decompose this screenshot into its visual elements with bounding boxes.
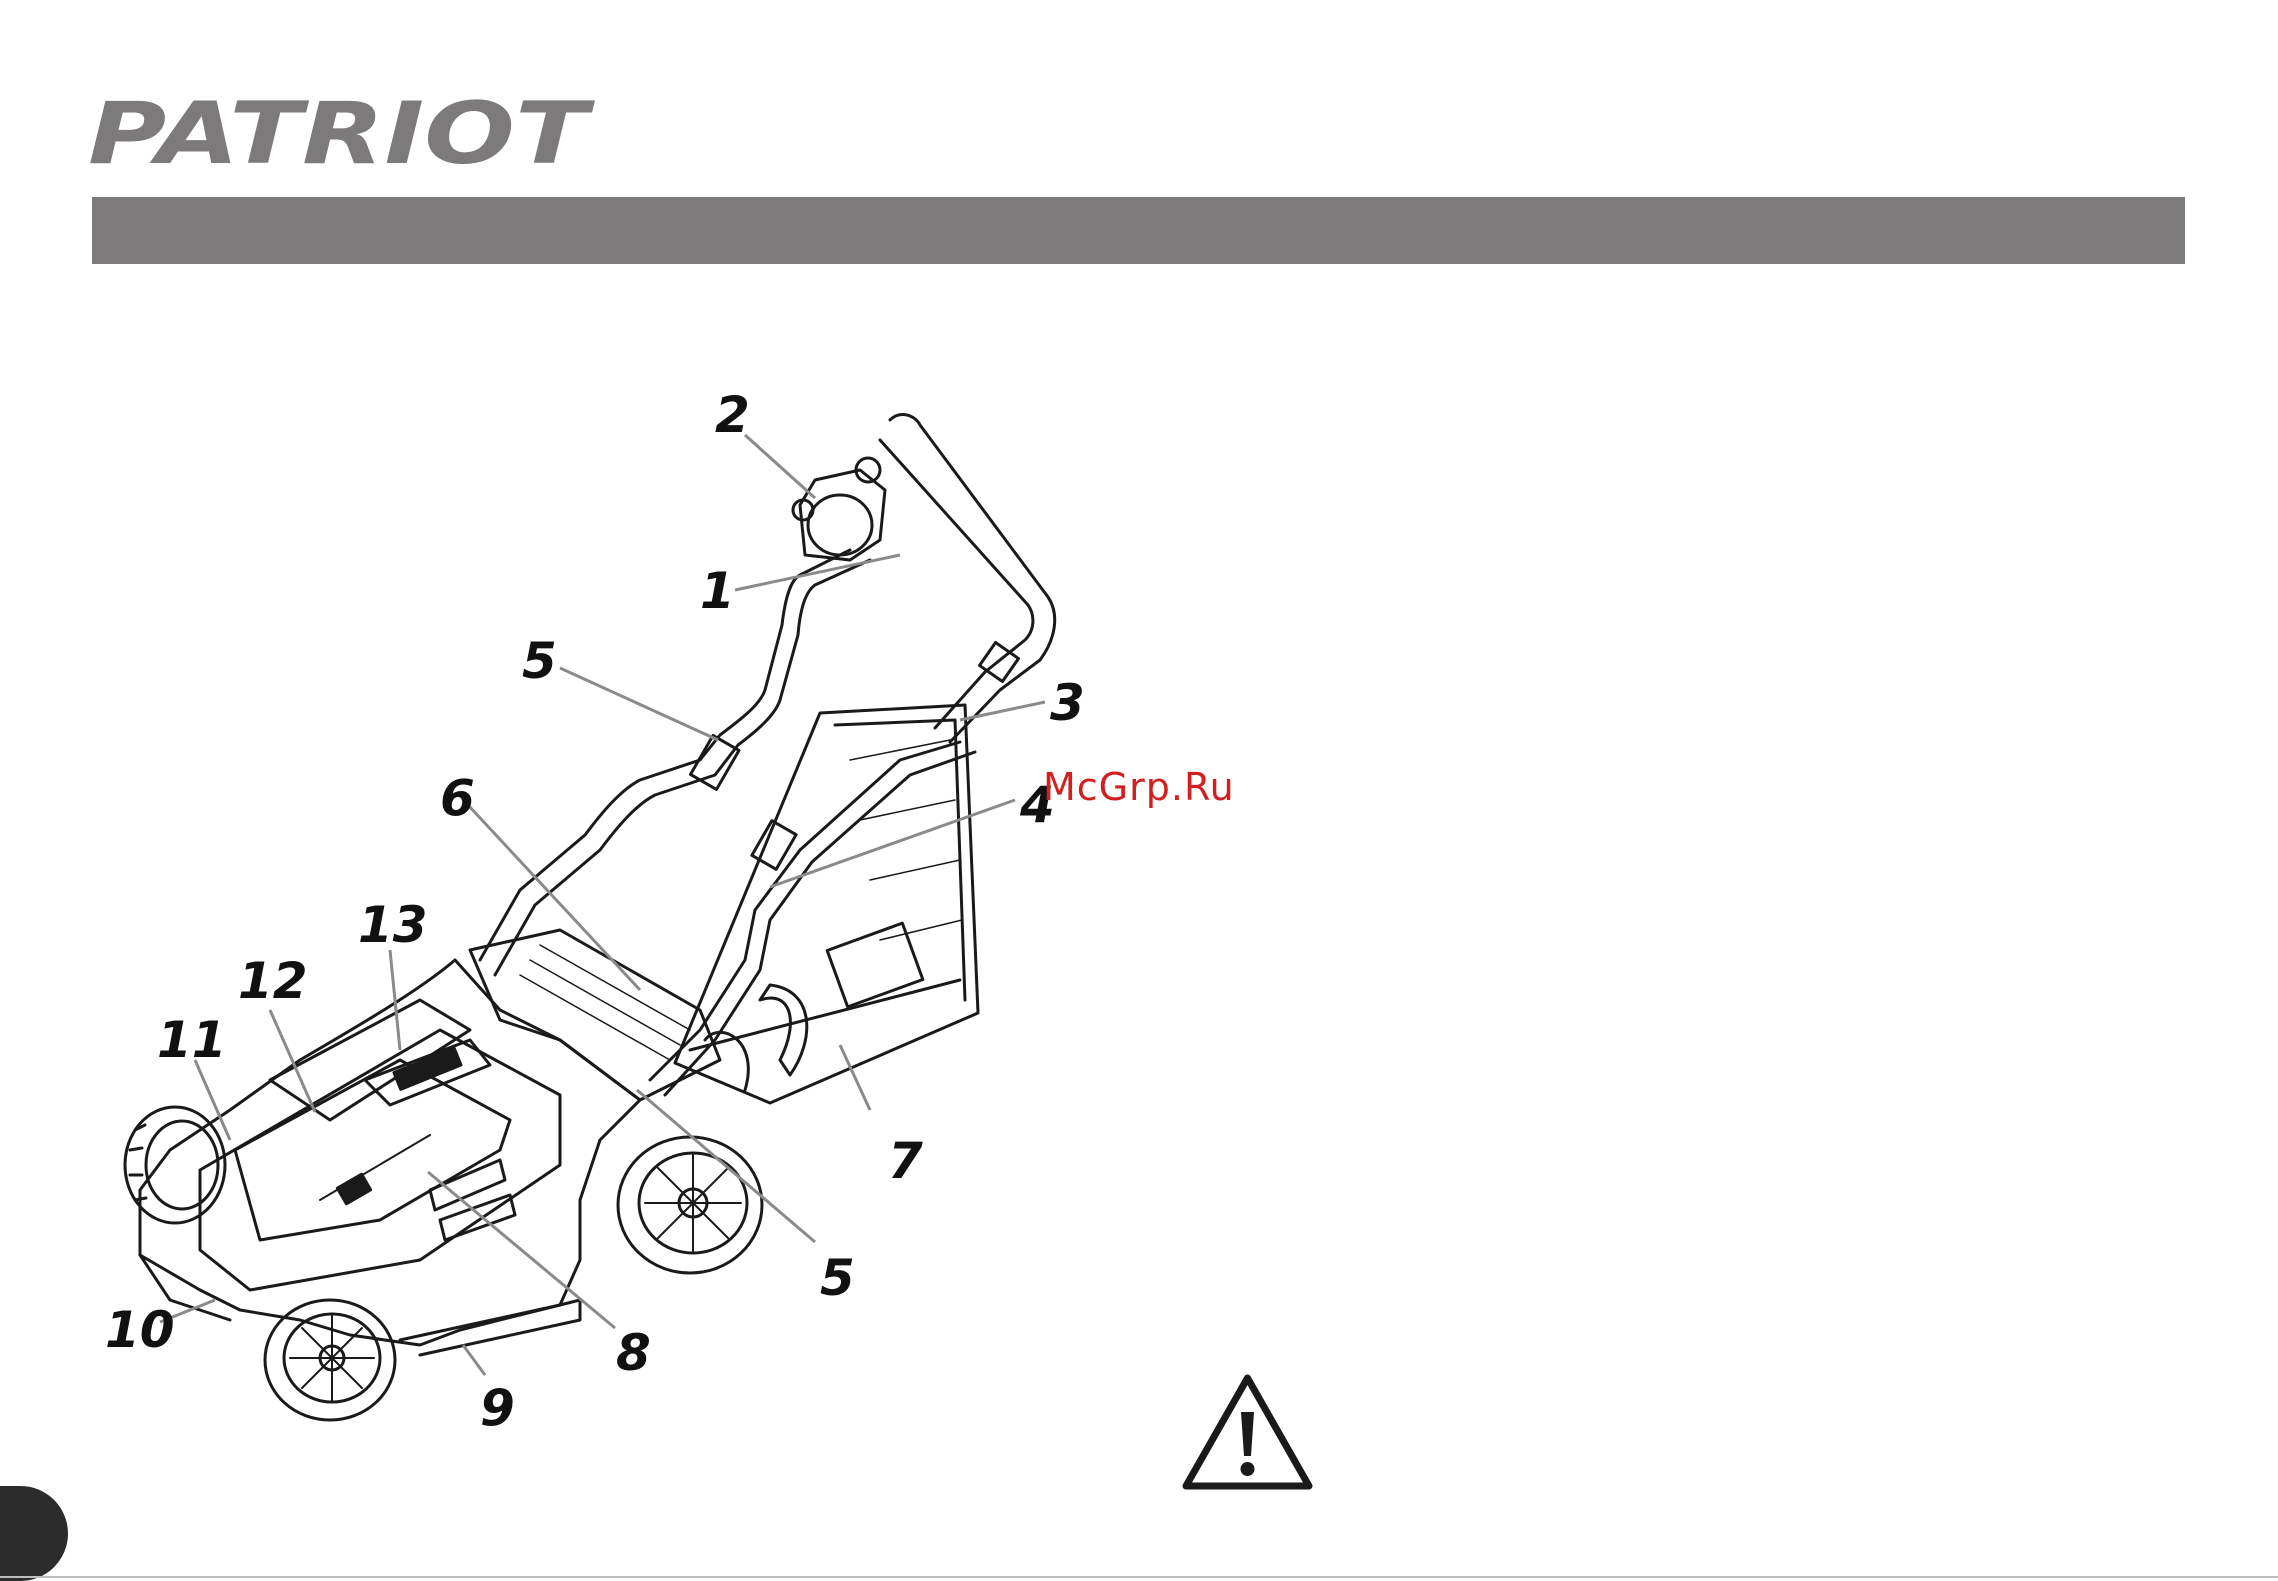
front-wheel-left — [265, 1300, 395, 1420]
callout-8: 8 — [616, 1324, 651, 1382]
callout-9: 9 — [480, 1379, 515, 1437]
callout-5-lower: 5 — [820, 1249, 855, 1307]
callout-3: 3 — [1050, 674, 1085, 732]
front-wheel-right — [618, 1137, 762, 1273]
callout-12: 12 — [238, 952, 308, 1010]
callout-6: 6 — [440, 769, 475, 827]
handle-upper — [890, 415, 1055, 742]
handle-left — [480, 550, 850, 960]
motor-cover — [200, 1030, 560, 1290]
callout-11: 11 — [157, 1011, 227, 1069]
bottom-edge-line — [0, 1576, 2278, 1578]
callout-1: 1 — [700, 562, 735, 620]
warning-triangle-icon — [1180, 1372, 1315, 1492]
callout-7: 7 — [888, 1132, 923, 1190]
watermark: McGrp.Ru — [1043, 765, 1235, 809]
callout-10: 10 — [105, 1301, 175, 1359]
callout-13: 13 — [358, 896, 428, 954]
callout-5-upper: 5 — [522, 632, 557, 690]
mower-line-art — [125, 415, 1055, 1420]
control-box — [808, 495, 872, 555]
callout-2: 2 — [715, 386, 750, 444]
